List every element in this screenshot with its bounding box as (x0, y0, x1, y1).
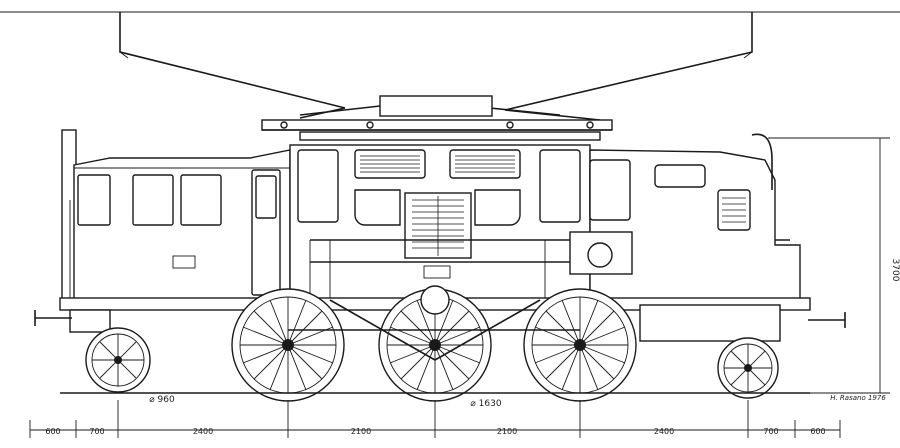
spacing-label: 2400 (193, 427, 213, 436)
coupling-rods (288, 285, 580, 361)
height-label: 3700 (890, 259, 900, 282)
spacing-label: 700 (763, 427, 778, 436)
driving-wheel-1 (231, 288, 345, 402)
driving-wheel-2 (378, 288, 492, 402)
driving-wheel-3 (523, 288, 637, 402)
spacing-label: 2400 (654, 427, 674, 436)
pantograph-left (119, 12, 381, 119)
pantograph-right (469, 12, 753, 121)
large-wheel-diameter: ⌀ 1630 (470, 399, 501, 409)
spacing-label: 2100 (351, 427, 371, 436)
trailing-wheel (717, 337, 779, 399)
right-hood (569, 133, 801, 301)
spacing-label: 600 (45, 427, 60, 436)
artist-signature: H. Rasano 1976 (830, 394, 886, 402)
spacing-dimension-line: 600 700 2400 2100 2100 2400 700 600 (29, 400, 841, 438)
small-wheel-diameter: ⌀ 960 (149, 395, 175, 405)
spacing-label: 600 (810, 427, 825, 436)
central-body (289, 144, 790, 301)
roof-equipment (261, 95, 613, 141)
leading-wheel (85, 327, 151, 393)
cab-body (61, 129, 291, 301)
wheel-diameter-labels: ⌀ 960 ⌀ 1630 (149, 395, 502, 409)
spacing-label: 700 (89, 427, 104, 436)
height-dimension: 3700 (768, 137, 900, 394)
spacing-label: 2100 (497, 427, 517, 436)
